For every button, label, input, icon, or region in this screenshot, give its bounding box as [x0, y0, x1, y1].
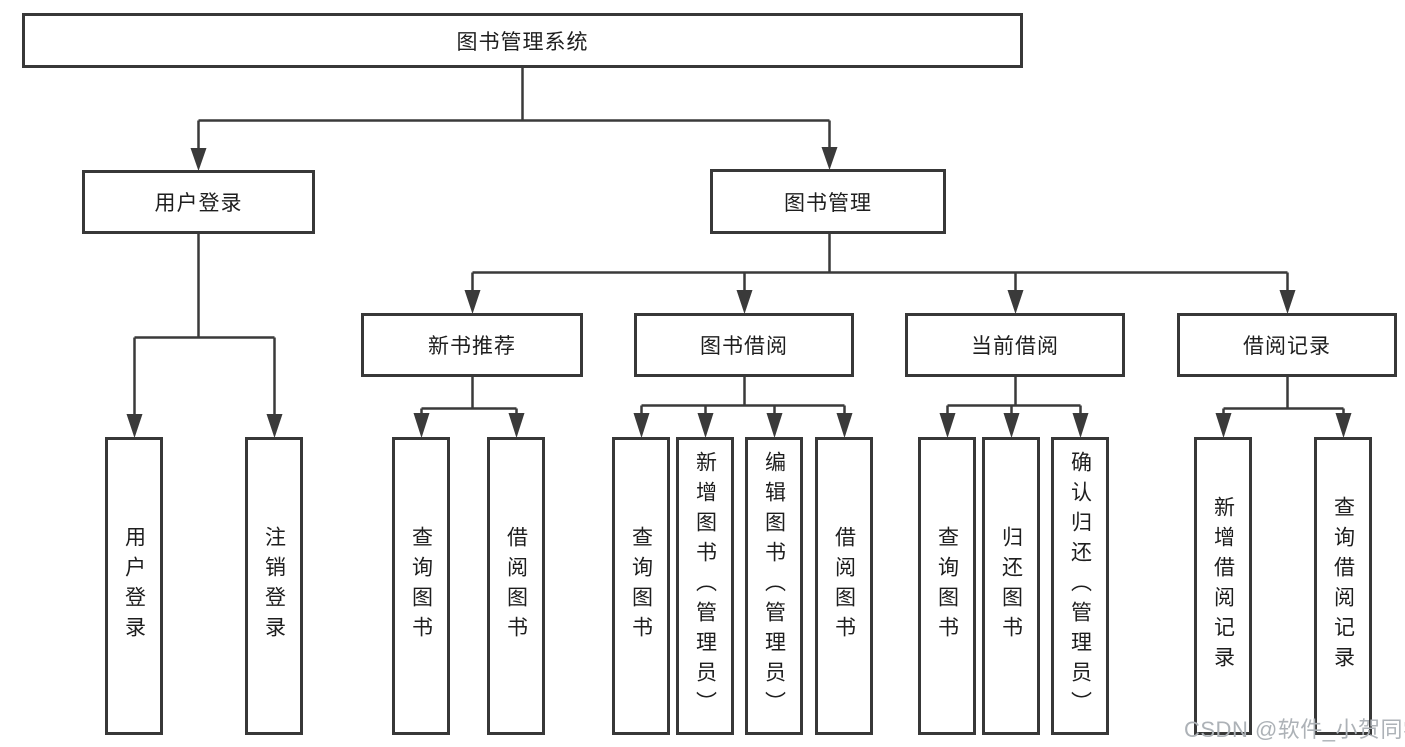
arrowhead	[821, 147, 838, 170]
arrowhead	[190, 148, 207, 171]
node-label: 新书推荐	[428, 335, 516, 358]
connector-user-login-to-leaves	[133, 234, 276, 416]
connector-book-management-to-level3	[471, 234, 1289, 292]
arrowhead	[1279, 290, 1296, 314]
node-user-login-module: 用户登录	[82, 170, 315, 234]
csdn-watermark: CSDN @软件_小贺同学	[1184, 717, 1405, 742]
arrowhead	[1335, 413, 1352, 438]
connector-book-borrowing-to-leaves	[640, 377, 846, 414]
leaf-borrowing-borrow-books: 借阅图书	[815, 437, 873, 735]
arrowhead	[736, 290, 753, 314]
node-label: 查询图书	[629, 526, 653, 646]
connector-root-to-level2	[197, 68, 831, 150]
arrowhead	[1215, 413, 1232, 438]
arrowhead	[633, 413, 650, 438]
leaf-edit-books-admin: 编辑图书（管理员）	[745, 437, 803, 735]
leaf-return-books: 归还图书	[982, 437, 1040, 735]
arrowhead	[1007, 290, 1024, 314]
leaf-add-books-admin: 新增图书（管理员）	[676, 437, 734, 735]
node-label: 编辑图书（管理员）	[762, 451, 786, 721]
arrowhead	[508, 413, 525, 438]
arrowhead	[766, 413, 783, 438]
node-label: 新增图书（管理员）	[693, 451, 717, 721]
node-label: 当前借阅	[971, 335, 1059, 358]
node-label: 查询图书	[935, 526, 959, 646]
node-label: 查询借阅记录	[1331, 496, 1355, 676]
leaf-confirm-return-admin: 确认归还（管理员）	[1051, 437, 1109, 735]
arrowhead	[464, 290, 481, 314]
node-label: 查询图书	[409, 526, 433, 646]
arrowhead	[266, 414, 283, 438]
node-book-management: 图书管理	[710, 169, 946, 234]
node-label: 用户登录	[122, 526, 146, 646]
leaf-query-borrow-record: 查询借阅记录	[1314, 437, 1372, 735]
arrowhead	[1072, 413, 1089, 438]
node-borrowing-records: 借阅记录	[1177, 313, 1397, 377]
node-root-library-system: 图书管理系统	[22, 13, 1023, 68]
node-current-borrowing: 当前借阅	[905, 313, 1125, 377]
leaf-recommend-borrow-books: 借阅图书	[487, 437, 545, 735]
node-label: 归还图书	[999, 526, 1023, 646]
arrowhead	[939, 413, 956, 438]
arrowhead	[836, 413, 853, 438]
node-label: 图书借阅	[700, 335, 788, 358]
arrowhead	[697, 413, 714, 438]
connector-borrow-records-to-leaves	[1222, 377, 1345, 414]
node-label: 新增借阅记录	[1211, 496, 1235, 676]
leaf-user-login: 用户登录	[105, 437, 163, 735]
connector-current-borrowing-to-leaves	[946, 377, 1082, 414]
connector-new-book-to-leaves	[420, 377, 518, 414]
node-label: 确认归还（管理员）	[1068, 451, 1092, 721]
node-book-borrowing: 图书借阅	[634, 313, 854, 377]
node-label: 注销登录	[262, 526, 286, 646]
node-label: 借阅图书	[504, 526, 528, 646]
node-label: 借阅记录	[1243, 335, 1331, 358]
leaf-logout: 注销登录	[245, 437, 303, 735]
arrowhead	[413, 413, 430, 438]
leaf-recommend-query-books: 查询图书	[392, 437, 450, 735]
arrowhead	[126, 414, 143, 438]
node-label: 借阅图书	[832, 526, 856, 646]
node-label: 用户登录	[154, 192, 243, 215]
node-label: 图书管理	[784, 191, 872, 215]
leaf-current-query-books: 查询图书	[918, 437, 976, 735]
node-new-book-recommendation: 新书推荐	[361, 313, 583, 377]
leaf-borrowing-query-books: 查询图书	[612, 437, 670, 735]
leaf-add-borrow-record: 新增借阅记录	[1194, 437, 1252, 735]
arrowhead	[1003, 413, 1020, 438]
node-label: 图书管理系统	[456, 30, 589, 54]
